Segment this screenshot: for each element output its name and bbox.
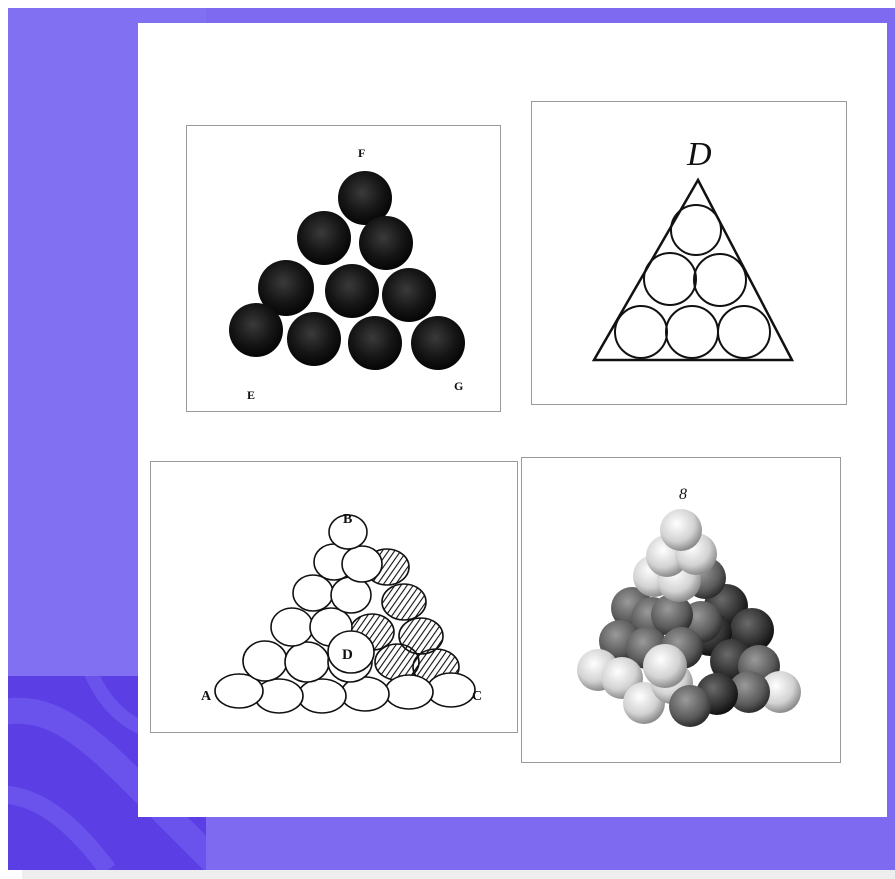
- bottom-bar: [22, 870, 895, 879]
- circle: [615, 306, 667, 358]
- label-b: B: [343, 512, 352, 527]
- label-d: D: [686, 136, 712, 173]
- figure-ball-pyramid-sketch: B D A C: [150, 461, 518, 733]
- dark-ball: [348, 316, 402, 370]
- dark-ball: [297, 211, 351, 265]
- dark-ball: [382, 268, 436, 322]
- label-d-center: D: [342, 647, 353, 663]
- figure-dark-ball-triangle: F E G: [186, 125, 501, 412]
- label-g: G: [454, 379, 463, 393]
- circle: [718, 306, 770, 358]
- dark-ball: [325, 264, 379, 318]
- dark-ball: [229, 303, 283, 357]
- dark-ball: [287, 312, 341, 366]
- figure-circles-in-triangle: D: [531, 101, 847, 405]
- circle: [671, 205, 721, 255]
- circle: [694, 254, 746, 306]
- label-a: A: [201, 689, 212, 704]
- circle: [644, 253, 696, 305]
- dark-ball: [359, 216, 413, 270]
- figure-ball-pyramid-photo: 8: [521, 457, 841, 763]
- label-f: F: [358, 146, 365, 160]
- image-card: F E G D: [138, 23, 887, 817]
- triangle-outline: [594, 180, 792, 360]
- label-c: C: [472, 689, 482, 704]
- dark-ball: [411, 316, 465, 370]
- label-8: 8: [679, 486, 687, 503]
- label-e: E: [247, 388, 255, 402]
- circle: [666, 306, 718, 358]
